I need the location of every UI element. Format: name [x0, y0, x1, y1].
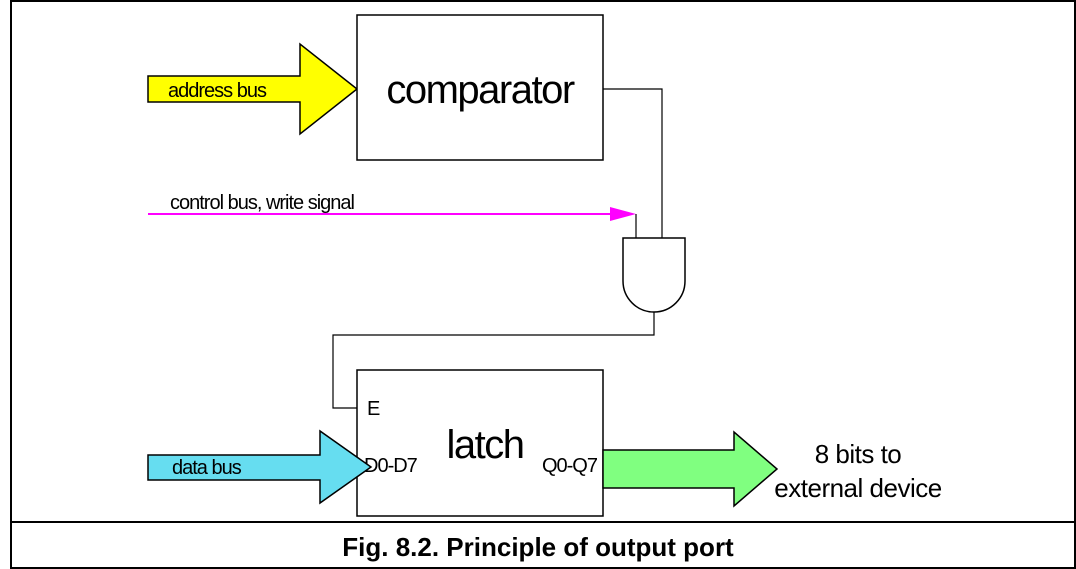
and-gate [622, 237, 686, 313]
latch-label: latch [447, 423, 524, 467]
data-out-pin-label: Q0-Q7 [542, 455, 598, 477]
figure-border [10, 0, 1076, 569]
address-bus-arrow [147, 42, 359, 136]
output-arrow [602, 430, 779, 508]
control-bus-arrowhead [610, 207, 636, 221]
data-bus-arrow [147, 429, 373, 505]
output-label-line1: 8 bits to [815, 439, 902, 469]
comparator-to-gate-wire [603, 88, 663, 238]
control-bus-label: control bus, write signal [170, 192, 355, 214]
comparator-label: comparator [386, 68, 574, 112]
enable-pin-label: E [367, 398, 380, 420]
comparator-block [356, 14, 604, 161]
data-bus-label: data bus [172, 457, 242, 479]
gate-to-latch-enable-wire [332, 312, 655, 409]
data-in-pin-label: D0-D7 [364, 455, 418, 477]
latch-block [356, 369, 604, 517]
address-bus-label: address bus [168, 80, 267, 102]
figure-caption: Fig. 8.2. Principle of output port [342, 532, 734, 562]
output-label-line2: external device [774, 473, 941, 503]
